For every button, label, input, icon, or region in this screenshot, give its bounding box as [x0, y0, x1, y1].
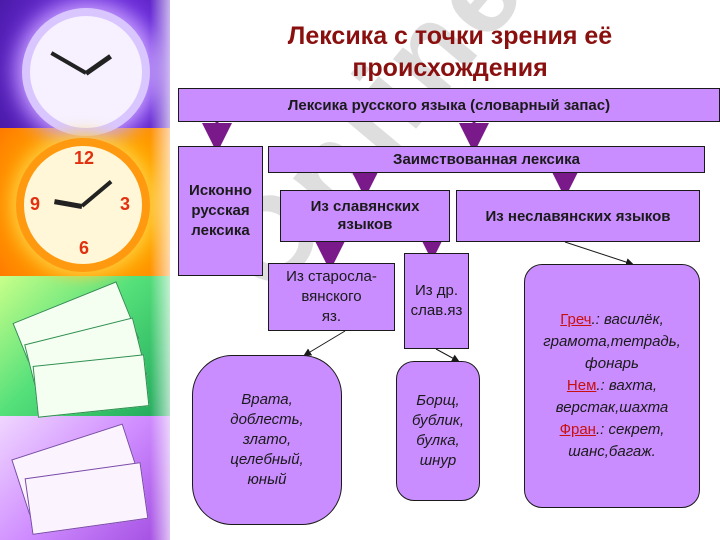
root-box: Лексика русского языка (словарный запас)	[178, 88, 720, 122]
box-line: языков	[337, 216, 393, 233]
box-line: слав.яз	[410, 302, 463, 319]
example-word: .: секрет,	[595, 421, 665, 438]
old-slavonic-examples-box: Врата, доблесть, злато, целебный, юный	[192, 355, 342, 525]
example-word: .: вахта,	[596, 377, 658, 394]
example-word: шнур	[419, 452, 457, 469]
arrow-otherslav-examples	[435, 348, 460, 362]
decorative-image-strip: 12 3 6 9	[0, 0, 170, 540]
page-title: Лексика с точки зрения её происхождения	[200, 20, 700, 84]
box-text: Заимствован	[393, 151, 492, 168]
other-slavic-examples-box: Борщ, бублик, булка, шнур	[396, 361, 480, 501]
box-line: Исконно	[189, 182, 252, 199]
example-word: целебный,	[230, 451, 304, 468]
box-line: Из старосла-	[286, 268, 377, 285]
box-line: Из славянских	[310, 198, 420, 215]
language-label-german: Нем	[566, 377, 597, 394]
example-line: Фран.: секрет,	[543, 419, 681, 441]
box-line: русская	[191, 202, 250, 219]
example-word: булка,	[416, 432, 460, 449]
arrow-oldslav-examples	[303, 330, 346, 357]
example-line: Нем.: вахта,	[543, 375, 681, 397]
box-line: лексика	[191, 222, 250, 239]
strip-fade	[150, 0, 170, 540]
title-line: происхождения	[352, 54, 548, 82]
title-line: Лексика с точки зрения её	[287, 22, 613, 50]
example-word: фонарь	[585, 355, 639, 372]
box-line: Из др.	[414, 282, 459, 299]
example-word: злато,	[242, 431, 292, 448]
example-word: .: василёк,	[591, 311, 664, 328]
alarm-clock-icon: 12 3 6 9	[16, 138, 150, 272]
example-word: Врата,	[241, 391, 293, 408]
example-word: Борщ,	[416, 392, 460, 409]
other-slavic-box: Из др. слав.яз	[404, 253, 469, 349]
box-text: ная лексика	[491, 151, 580, 168]
example-word: грамота,тетрадь,	[543, 333, 681, 350]
example-word: верстак,шахта	[555, 399, 669, 416]
clock-icon	[22, 8, 150, 136]
old-slavonic-box: Из старосла- вянского яз.	[268, 263, 395, 331]
example-line: Греч.: василёк,	[543, 309, 681, 331]
example-word: юный	[247, 471, 287, 488]
box-line: вянского	[301, 288, 362, 305]
box-line: яз.	[321, 308, 342, 325]
nonslavic-examples-box: Греч.: василёк, грамота,тетрадь, фонарь …	[524, 264, 700, 508]
language-label-greek: Греч	[560, 311, 592, 328]
slavic-languages-box: Из славянских языков	[280, 190, 450, 242]
arrow-nonslavic-examples	[564, 241, 634, 266]
nonslavic-languages-box: Из неславянских языков	[456, 190, 700, 242]
example-word: бублик,	[411, 412, 465, 429]
example-word: шанс,багаж.	[568, 443, 656, 460]
example-word: доблесть,	[230, 411, 304, 428]
native-lexicon-box: Исконно русская лексика	[178, 146, 263, 276]
language-label-french: Фран	[559, 421, 596, 438]
